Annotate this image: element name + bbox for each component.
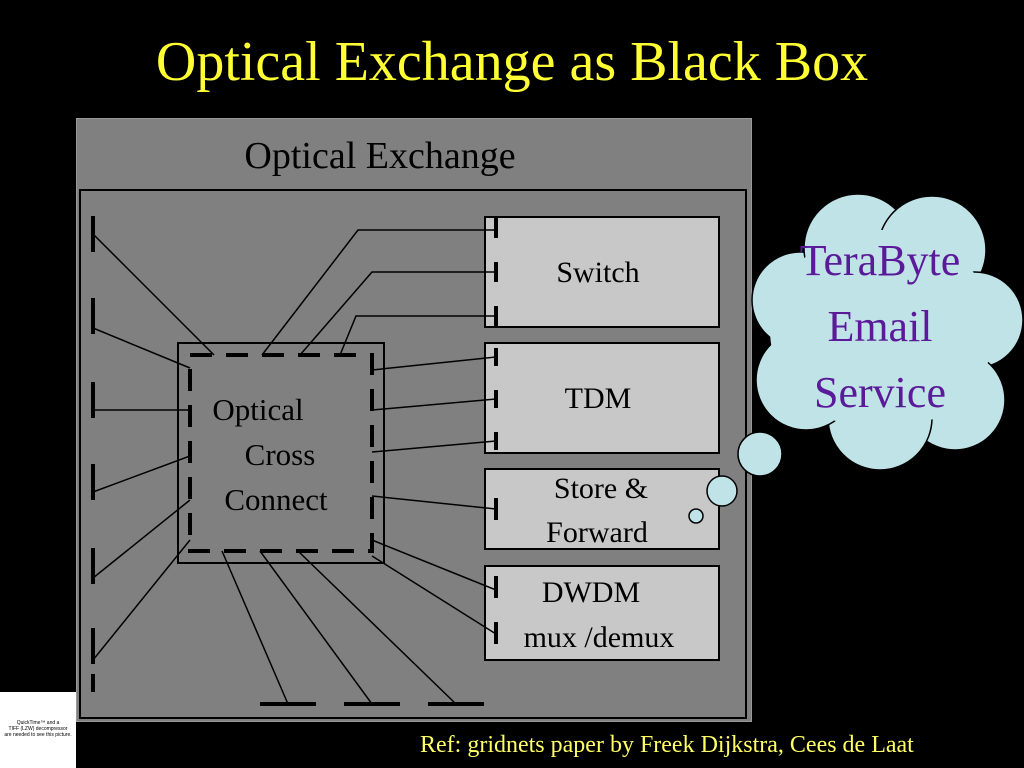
thought-bubble-large bbox=[737, 431, 783, 477]
reference-text: Ref: gridnets paper by Freek Dijkstra, C… bbox=[420, 732, 914, 758]
cloud-line3: Service bbox=[814, 368, 946, 417]
quicktime-placeholder: QuickTime™ and a TIFF (LZW) decompressor… bbox=[0, 692, 76, 768]
dwdm-box bbox=[484, 565, 720, 661]
switch-label: Switch bbox=[556, 256, 640, 289]
dwdm-label-line2: mux /demux bbox=[523, 621, 675, 654]
store-forward-label-line2: Forward bbox=[546, 516, 648, 549]
quicktime-line1: QuickTime™ and a bbox=[16, 720, 60, 726]
tdm-label: TDM bbox=[564, 382, 632, 415]
dwdm-label-line1: DWDM bbox=[541, 576, 641, 609]
cloud-line1: TeraByte bbox=[799, 236, 961, 285]
left-connections bbox=[92, 233, 215, 661]
quicktime-line2: TIFF (LZW) decompressor bbox=[8, 726, 68, 732]
optical-exchange-label: Optical Exchange bbox=[244, 135, 516, 177]
store-forward-label-line1: Store & bbox=[553, 472, 649, 505]
slide-title: Optical Exchange as Black Box bbox=[155, 31, 869, 93]
optical-cross-connect-box bbox=[177, 342, 385, 564]
quicktime-line3: are needed to see this picture. bbox=[4, 732, 72, 738]
tdm-box bbox=[484, 342, 720, 454]
thought-bubble-medium bbox=[706, 475, 738, 507]
thought-bubble-small bbox=[688, 508, 704, 524]
cross-connect-line3: Connect bbox=[224, 482, 328, 517]
cloud-line2: Email bbox=[827, 302, 933, 351]
switch-box bbox=[484, 216, 720, 328]
cloud-text: TeraByte Email Service bbox=[760, 228, 1000, 426]
switch-connections bbox=[261, 229, 496, 356]
store-forward-box bbox=[484, 468, 720, 550]
cross-connect-line1: Optical bbox=[212, 392, 304, 427]
cross-connect-line2: Cross bbox=[244, 437, 316, 472]
cross-connect-port-ring bbox=[188, 353, 374, 553]
thought-cloud bbox=[688, 193, 1024, 524]
bottom-connections bbox=[221, 550, 457, 705]
right-connections bbox=[371, 356, 497, 635]
